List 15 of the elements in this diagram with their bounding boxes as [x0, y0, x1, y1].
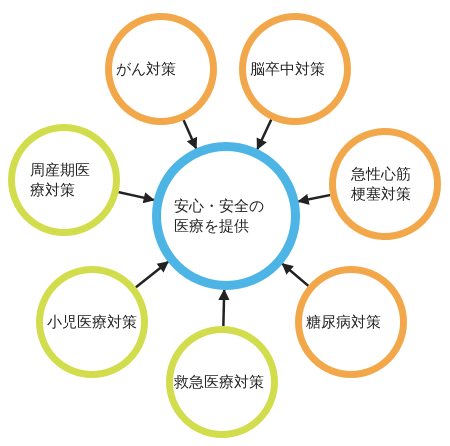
- arrow: [118, 190, 155, 204]
- node-label: 急性心筋梗塞対策: [351, 164, 412, 204]
- arrow: [297, 194, 330, 205]
- node-label: 救急医療対策: [174, 372, 265, 392]
- node-label: 小児医療対策: [47, 312, 137, 332]
- arrow: [256, 119, 272, 150]
- arrow: [218, 288, 230, 326]
- node-label: 安心・安全の医療を提供: [174, 196, 265, 236]
- arrow: [182, 120, 198, 150]
- node-label: がん対策: [116, 58, 177, 80]
- node-label: 糖尿病対策: [306, 312, 382, 332]
- arrow: [135, 260, 169, 288]
- node-label: 周産期医療対策: [30, 160, 91, 200]
- arrow: [282, 262, 310, 287]
- node-label: 脳卒中対策: [250, 58, 326, 80]
